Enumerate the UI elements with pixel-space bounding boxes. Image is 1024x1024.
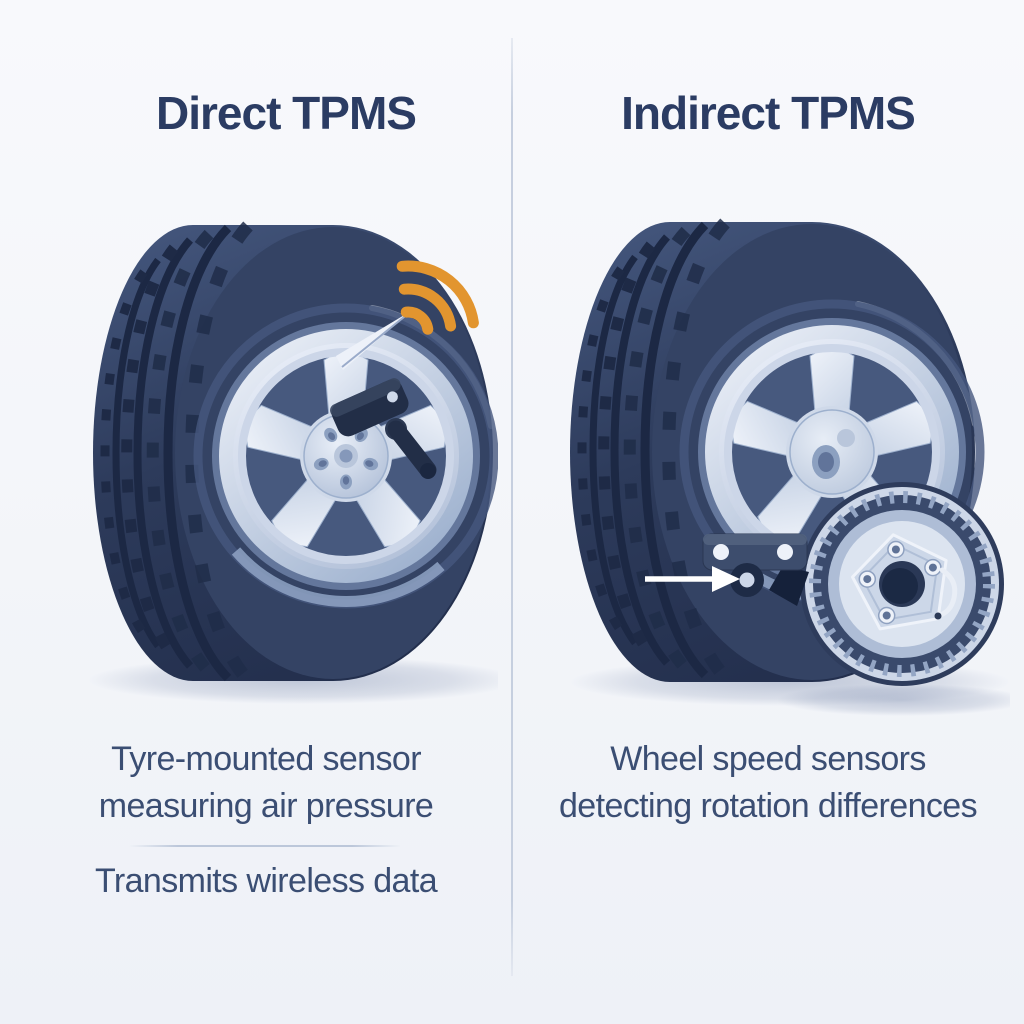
wifi-signal-icon	[396, 260, 479, 335]
valve-stem	[336, 311, 411, 370]
tire-with-sensor-graphic	[88, 221, 498, 704]
wheel-hub	[300, 410, 392, 502]
direct-caption-primary: Tyre-mounted sensor measuring air pressu…	[10, 736, 522, 830]
direct-caption-line1: Tyre-mounted sensor	[111, 740, 421, 778]
tire-tread-pattern	[100, 221, 253, 685]
pointer-arrow-icon	[645, 566, 740, 592]
tire-with-hub-graphic	[570, 218, 1010, 716]
hub-flange	[851, 533, 958, 631]
indirect-tpms-title: Indirect TPMS	[621, 87, 916, 139]
abs-tone-ring-hub	[800, 482, 1004, 686]
direct-tpms-panel: Direct TPMS	[78, 87, 498, 900]
indirect-caption-primary: Wheel speed sensors detecting rotation d…	[512, 736, 1024, 830]
wheel-speed-sensor	[702, 533, 809, 606]
direct-caption-line2: measuring air pressure	[98, 787, 434, 825]
caption-divider	[129, 845, 401, 847]
vertical-divider	[511, 38, 513, 976]
indirect-tpms-illustration	[550, 212, 1010, 722]
tpms-valve-sensor	[330, 378, 437, 479]
alloy-wheel-rim	[679, 299, 985, 605]
wheel-hub	[786, 406, 878, 498]
direct-caption-secondary: Transmits wireless data	[94, 862, 438, 900]
tire-tread-pattern	[577, 218, 730, 682]
indirect-caption-line1: Wheel speed sensors	[610, 740, 926, 778]
direct-tpms-title: Direct TPMS	[156, 87, 417, 139]
direct-tpms-illustration	[78, 218, 498, 718]
bolt-holes	[858, 540, 942, 625]
indirect-caption-line2: detecting rotation differences	[559, 787, 978, 825]
indirect-tpms-panel: Indirect TPMS	[512, 0, 1024, 1024]
